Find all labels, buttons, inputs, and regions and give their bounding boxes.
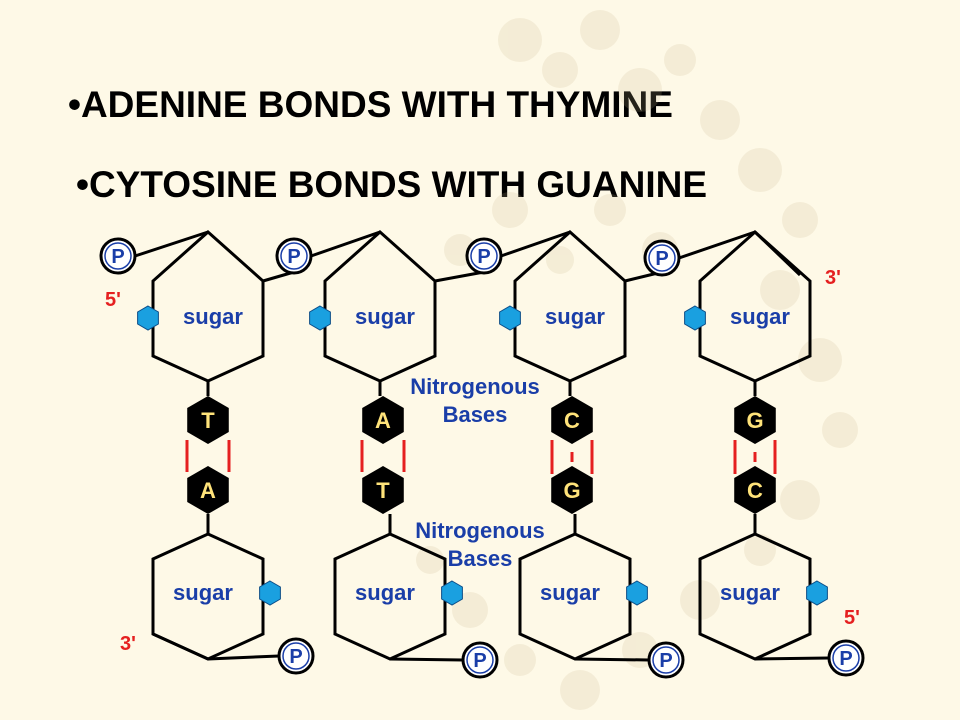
- base-top-1-shape: [362, 396, 404, 444]
- phosphate-b1: [461, 641, 499, 679]
- phosphate-t3: [643, 239, 681, 277]
- bullet-cytosine-guanine: •CYTOSINE BONDS WITH GUANINE: [76, 164, 708, 205]
- phosphate-b0: [277, 637, 315, 675]
- phosphate-label: P: [111, 246, 124, 268]
- backbone-line: [207, 654, 280, 661]
- sugar-label: sugar: [545, 304, 605, 329]
- backbone-line: [152, 632, 209, 661]
- base-bottom-3-shape: [734, 466, 776, 514]
- sugar-label: sugar: [183, 304, 243, 329]
- attachment-dot-bottom-1: [441, 580, 463, 606]
- phosphate-b3: [827, 639, 865, 677]
- phosphate-label: P: [289, 646, 302, 668]
- phosphate-ring-b0: [282, 642, 310, 670]
- base-bottom-1-shape: [362, 466, 404, 514]
- base-bottom-0-shape: [187, 466, 229, 514]
- nitrogenous-label-bottom-1: Nitrogenous: [415, 518, 545, 543]
- base-top-0-shape: [187, 396, 229, 444]
- backbone-line: [389, 657, 464, 662]
- backbone-line: [134, 230, 209, 258]
- nitrogenous-label-top-1: Nitrogenous: [410, 374, 540, 399]
- backbone-line: [754, 656, 830, 661]
- sugar-label: sugar: [730, 304, 790, 329]
- base-top-0: T: [201, 408, 215, 433]
- phosphate-t1: [275, 237, 313, 275]
- phosphate-ring-b2: [652, 646, 680, 674]
- phosphate-ring-t1: [280, 242, 308, 270]
- base-top-2: C: [564, 408, 580, 433]
- base-bottom-0: A: [200, 478, 216, 503]
- sugar-label: sugar: [173, 580, 233, 605]
- phosphate-ring-b1: [466, 646, 494, 674]
- sugar-label: sugar: [355, 580, 415, 605]
- phosphate-t2: [465, 237, 503, 275]
- attachment-dot-bottom-2: [626, 580, 648, 606]
- attachment-dot-top-1: [309, 305, 331, 331]
- phosphate-label: P: [655, 248, 668, 270]
- nitrogenous-label-top-2: Bases: [443, 402, 508, 427]
- base-top-3-shape: [734, 396, 776, 444]
- sugar-label: sugar: [540, 580, 600, 605]
- backbone-line: [500, 230, 571, 258]
- backbone-line: [310, 230, 381, 258]
- phosphate-b2: [647, 641, 685, 679]
- attachment-dot-top-2: [499, 305, 521, 331]
- faint-helix-background: [416, 10, 858, 710]
- attachment-dot-top-3: [684, 305, 706, 331]
- phosphate-ring-t3: [648, 244, 676, 272]
- attachment-dot-bottom-0: [259, 580, 281, 606]
- phosphate-label: P: [477, 246, 490, 268]
- sugar-label: sugar: [720, 580, 780, 605]
- base-bottom-2: G: [563, 478, 580, 503]
- backbone-line: [434, 270, 485, 283]
- backbone-line: [753, 230, 802, 277]
- phosphate-label: P: [473, 650, 486, 672]
- end-label-5prime-top: 5': [105, 289, 121, 311]
- base-top-2-shape: [551, 396, 593, 444]
- phosphate-ring-t2: [470, 242, 498, 270]
- phosphate-ring-b3: [832, 644, 860, 672]
- phosphate-ring-t0: [104, 242, 132, 270]
- phosphate-t0: [99, 237, 137, 275]
- phosphate-label: P: [659, 650, 672, 672]
- base-bottom-2-shape: [551, 466, 593, 514]
- end-label-5prime-bottom: 5': [844, 607, 860, 629]
- sugar-label: sugar: [355, 304, 415, 329]
- backbone-line: [574, 657, 650, 662]
- end-label-3prime-top: 3': [825, 267, 841, 289]
- attachment-dot-bottom-3: [806, 580, 828, 606]
- attachment-dot-top-0: [137, 305, 159, 331]
- end-label-3prime-bottom: 3': [120, 633, 136, 655]
- base-bottom-3: C: [747, 478, 763, 503]
- phosphate-label: P: [287, 246, 300, 268]
- base-bottom-1: T: [376, 478, 390, 503]
- bullet-adenine-thymine: •ADENINE BONDS WITH THYMINE: [68, 84, 673, 125]
- backbone-line: [678, 230, 756, 260]
- base-top-1: A: [375, 408, 391, 433]
- base-top-3: G: [746, 408, 763, 433]
- phosphate-label: P: [839, 648, 852, 670]
- nitrogenous-label-bottom-2: Bases: [448, 546, 513, 571]
